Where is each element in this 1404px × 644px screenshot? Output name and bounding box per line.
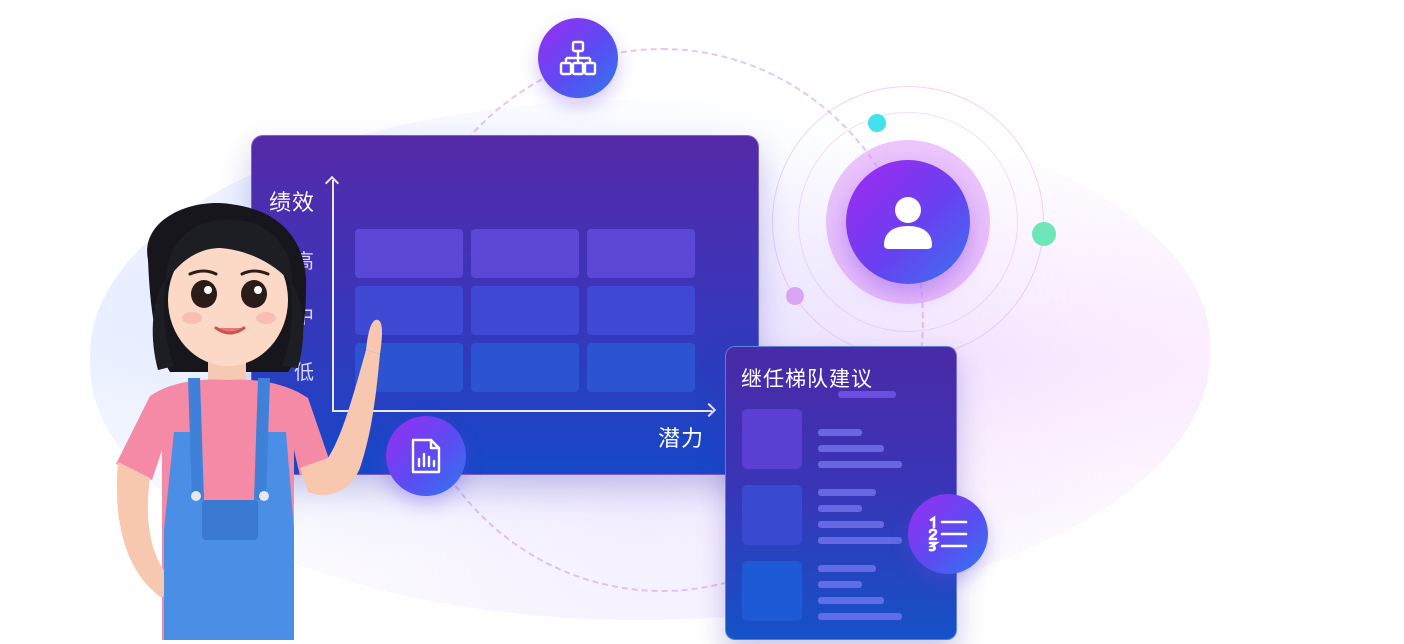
succession-card-title: 继任梯队建议: [741, 367, 873, 391]
candidate-thumbnail: [742, 561, 802, 621]
y-axis-arrow: [324, 175, 340, 191]
title-underline-bar: [838, 391, 896, 398]
report-chart-icon: [386, 416, 466, 496]
decor-dot-cyan: [868, 114, 886, 132]
candidate-thumbnail: [742, 409, 802, 469]
matrix-cell: [587, 229, 695, 278]
decor-dot-violet: [786, 287, 804, 305]
matrix-cell: [471, 286, 579, 335]
matrix-cell: [587, 286, 695, 335]
succession-suggestion-card: 继任梯队建议: [725, 346, 957, 640]
y-tick-low: 低: [294, 360, 314, 384]
list-item: [742, 409, 942, 469]
text-placeholder-line: [818, 565, 876, 572]
girl-presenter-illustration: [80, 200, 410, 640]
y-axis-title: 绩效: [269, 191, 316, 216]
text-placeholder-line: [818, 461, 902, 468]
text-placeholder-line: [818, 581, 862, 588]
numbered-list-icon: [908, 494, 988, 574]
text-placeholder-line: [818, 537, 902, 544]
x-axis-line: [332, 410, 712, 412]
x-axis-title: 潜力: [658, 427, 705, 452]
decor-dot-green: [1032, 222, 1056, 246]
text-placeholder-line: [818, 613, 902, 620]
text-placeholder-line: [818, 429, 862, 436]
matrix-cell: [587, 343, 695, 392]
matrix-cell: [471, 229, 579, 278]
x-axis-arrow: [701, 402, 717, 418]
y-axis-line: [332, 180, 334, 412]
text-placeholder-line: [818, 505, 862, 512]
matrix-grid: [355, 229, 695, 392]
text-placeholder-line: [818, 445, 884, 452]
matrix-cell: [471, 343, 579, 392]
list-item: [742, 485, 942, 545]
halo-ring-inner: [798, 112, 1018, 332]
list-item: [742, 561, 942, 621]
org-chart-icon: [538, 18, 618, 98]
candidate-thumbnail: [742, 485, 802, 545]
text-placeholder-line: [818, 489, 876, 496]
user-icon: [846, 160, 970, 284]
text-placeholder-line: [818, 597, 884, 604]
text-placeholder-line: [818, 521, 884, 528]
matrix-cell: [355, 229, 463, 278]
